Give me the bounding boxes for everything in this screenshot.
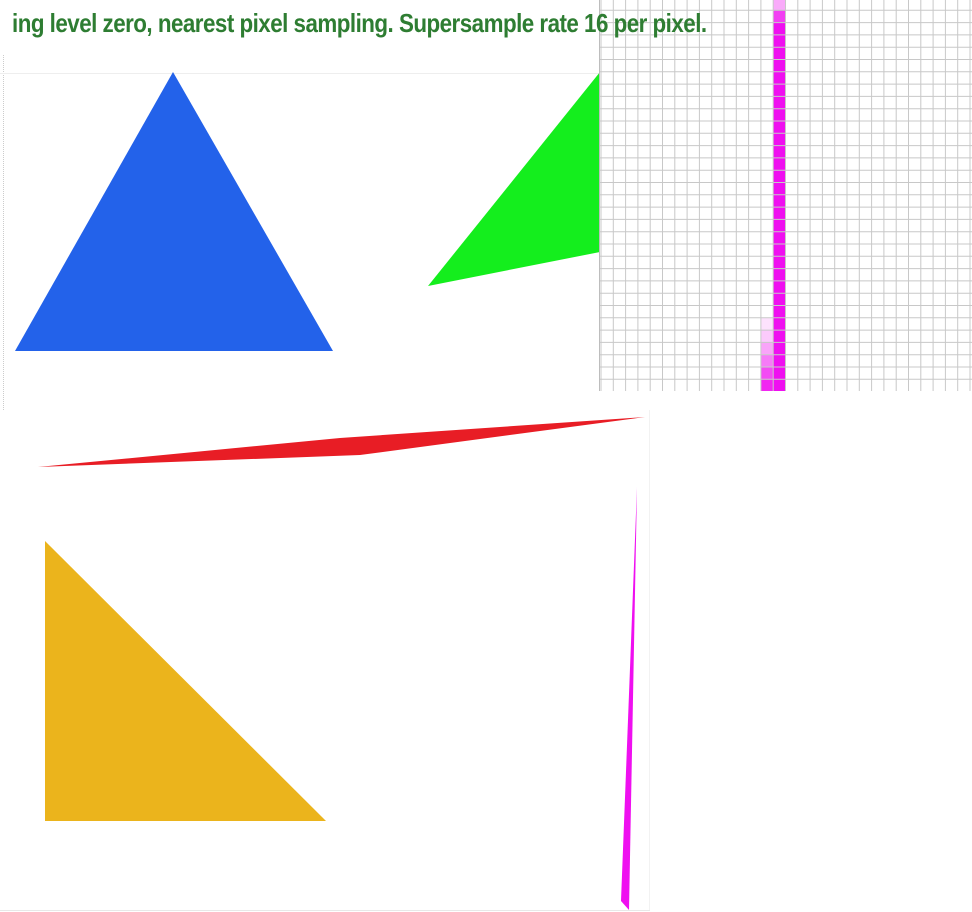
green-triangle bbox=[428, 72, 600, 286]
left-edge-marker bbox=[0, 55, 4, 410]
magnified-pixel bbox=[773, 170, 786, 183]
magnified-pixel bbox=[773, 34, 786, 48]
canvas-bottom-edge bbox=[0, 910, 650, 911]
magnified-pixel bbox=[760, 367, 774, 380]
magnified-pixel bbox=[760, 330, 774, 343]
magnified-pixel bbox=[773, 84, 786, 97]
magnified-pixel bbox=[773, 219, 786, 232]
magnified-pixel bbox=[773, 268, 786, 281]
magnified-pixel bbox=[773, 367, 786, 380]
magnified-pixel bbox=[773, 330, 786, 343]
magnified-pixel bbox=[773, 10, 786, 23]
magnified-pixel bbox=[773, 379, 786, 392]
magenta-sliver-triangle bbox=[621, 487, 637, 910]
pixel-inspector-zoom[interactable] bbox=[599, 0, 972, 392]
blue-triangle bbox=[15, 72, 333, 351]
magnified-pixel bbox=[773, 354, 786, 367]
magnified-pixel bbox=[760, 342, 774, 355]
canvas-right-edge bbox=[649, 410, 650, 910]
pixel-grid bbox=[599, 0, 972, 392]
magnified-pixel bbox=[773, 121, 786, 134]
magnified-pixel bbox=[773, 280, 786, 294]
magnified-pixel bbox=[773, 22, 786, 35]
magnified-pixel bbox=[773, 317, 786, 331]
magnified-pixel bbox=[773, 182, 786, 195]
magnified-pixel bbox=[773, 71, 786, 85]
magnified-pixel bbox=[773, 293, 786, 306]
magnified-pixel bbox=[773, 194, 786, 208]
red-sliver-triangle bbox=[38, 417, 645, 467]
magnified-pixel bbox=[773, 133, 786, 146]
magnified-pixel bbox=[773, 96, 786, 109]
magnified-pixel bbox=[773, 342, 786, 355]
magnified-pixel bbox=[773, 145, 786, 158]
top-divider bbox=[0, 73, 600, 74]
magnified-pixel bbox=[760, 354, 774, 367]
magnified-pixel bbox=[773, 59, 786, 72]
magnified-pixel bbox=[760, 317, 774, 331]
magnified-pixel bbox=[773, 231, 786, 244]
magnified-pixel bbox=[773, 256, 786, 269]
magnified-pixel bbox=[760, 379, 774, 392]
magnified-pixel bbox=[773, 305, 786, 318]
magnified-pixel bbox=[773, 157, 786, 171]
yellow-triangle bbox=[45, 541, 326, 821]
magnified-pixel bbox=[773, 244, 786, 257]
magnified-pixel bbox=[773, 0, 786, 11]
magnified-pixel bbox=[773, 47, 786, 60]
status-message: ing level zero, nearest pixel sampling. … bbox=[12, 8, 707, 38]
magnified-pixel bbox=[773, 207, 786, 220]
magnified-pixel bbox=[773, 108, 786, 121]
